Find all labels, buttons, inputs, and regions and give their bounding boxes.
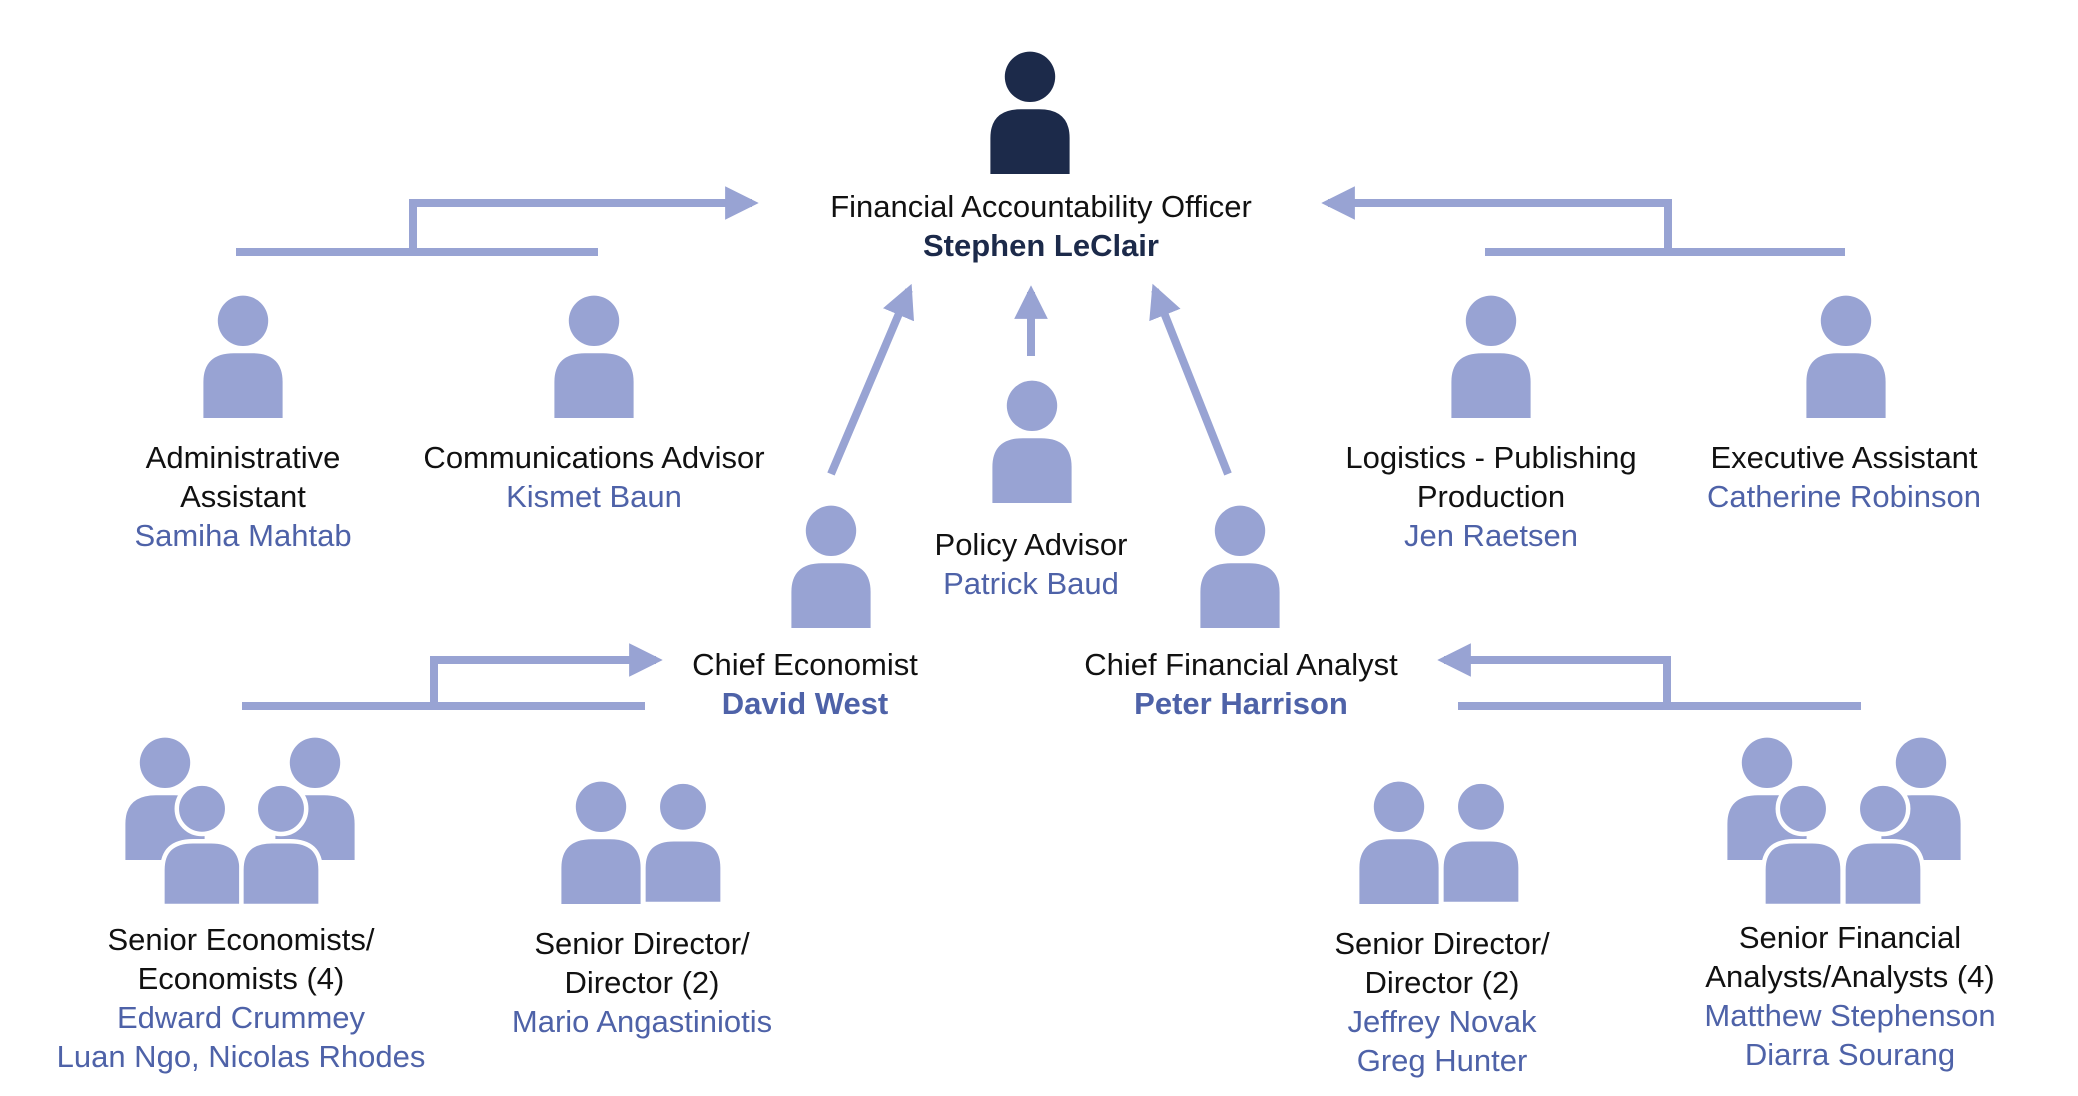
exec-label: Executive Assistant Catherine Robinson bbox=[1707, 438, 1981, 516]
exec-role: Executive Assistant bbox=[1710, 440, 1978, 475]
comms-label: Communications Advisor Kismet Baun bbox=[423, 438, 764, 516]
econ-directors-name: Mario Angastiniotis bbox=[511, 1004, 773, 1039]
econ-directors-role-line-1: Senior Director/ bbox=[534, 926, 750, 961]
sr-analysts-role-line-1: Senior Financial bbox=[1738, 920, 1962, 955]
admin-label: Administrative Assistant Samiha Mahtab bbox=[134, 438, 351, 555]
arrow-left-staff bbox=[409, 186, 759, 252]
arrow-chief-analyst bbox=[1149, 283, 1232, 476]
chief-analyst-label: Chief Financial Analyst Peter Harrison bbox=[1084, 645, 1398, 723]
exec-person-icon bbox=[1806, 295, 1886, 418]
arrow-right-staff bbox=[1321, 186, 1672, 252]
admin-role-line-2: Assistant bbox=[180, 479, 306, 514]
policy-label: Policy Advisor Patrick Baud bbox=[935, 525, 1128, 603]
fin-directors-role-line-1: Senior Director/ bbox=[1334, 926, 1550, 961]
comms-person-icon bbox=[554, 295, 634, 418]
admin-person-icon bbox=[203, 295, 283, 418]
sr-economists-role-line-2: Economists (4) bbox=[137, 961, 345, 996]
chief-economist-role: Chief Economist bbox=[692, 647, 918, 682]
econ-directors-role-line-2: Director (2) bbox=[564, 965, 720, 1000]
admin-name: Samiha Mahtab bbox=[134, 518, 352, 553]
chief-economist-name: David West bbox=[721, 686, 889, 721]
logistics-role-line-1: Logistics - Publishing bbox=[1345, 440, 1637, 475]
chief-analyst-name: Peter Harrison bbox=[1134, 686, 1348, 721]
sr-economists-group-icon bbox=[125, 737, 355, 906]
fin-directors-name-1: Jeffrey Novak bbox=[1347, 1004, 1537, 1039]
fin-directors-name-2: Greg Hunter bbox=[1356, 1043, 1528, 1078]
head-name: Stephen LeClair bbox=[922, 228, 1159, 263]
comms-name: Kismet Baun bbox=[506, 479, 682, 514]
sr-analysts-group-icon bbox=[1727, 737, 1961, 906]
head-role: Financial Accountability Officer bbox=[830, 189, 1252, 224]
sr-analysts-role-line-2: Analysts/Analysts (4) bbox=[1705, 959, 1995, 994]
arrow-fin-teams bbox=[1437, 643, 1671, 706]
chief-analyst-person-icon bbox=[1200, 505, 1280, 628]
econ-directors-label: Senior Director/ Director (2) Mario Anga… bbox=[512, 924, 772, 1041]
sr-economists-name-1: Edward Crummey bbox=[116, 1000, 366, 1035]
fin-directors-pair-icon bbox=[1359, 782, 1520, 904]
sr-economists-label: Senior Economists/ Economists (4) Edward… bbox=[57, 920, 426, 1076]
chief-economist-label: Chief Economist David West bbox=[692, 645, 918, 723]
econ-directors-pair-icon bbox=[561, 782, 722, 904]
sr-analysts-name-2: Diarra Sourang bbox=[1744, 1037, 1956, 1072]
logistics-label: Logistics - Publishing Production Jen Ra… bbox=[1345, 438, 1636, 555]
fin-directors-label: Senior Director/ Director (2) Jeffrey No… bbox=[1334, 924, 1549, 1080]
head-person-icon bbox=[990, 51, 1070, 174]
sr-analysts-name-1: Matthew Stephenson bbox=[1704, 998, 1996, 1033]
sr-economists-name-2: Luan Ngo, Nicolas Rhodes bbox=[56, 1039, 426, 1074]
logistics-role-line-2: Production bbox=[1416, 479, 1566, 514]
logistics-person-icon bbox=[1451, 295, 1531, 418]
arrow-econ-teams bbox=[430, 643, 663, 706]
sr-economists-role-line-1: Senior Economists/ bbox=[107, 922, 375, 957]
policy-person-icon bbox=[992, 380, 1072, 503]
arrow-chief-economist bbox=[827, 283, 914, 476]
head-label: Financial Accountability Officer Stephen… bbox=[830, 187, 1252, 265]
policy-name: Patrick Baud bbox=[943, 566, 1119, 601]
fin-directors-role-line-2: Director (2) bbox=[1364, 965, 1520, 1000]
connectors bbox=[236, 186, 1861, 710]
chief-economist-person-icon bbox=[791, 505, 871, 628]
logistics-name: Jen Raetsen bbox=[1403, 518, 1579, 553]
comms-role: Communications Advisor bbox=[423, 440, 765, 475]
exec-name: Catherine Robinson bbox=[1706, 479, 1982, 514]
admin-role-line-1: Administrative bbox=[145, 440, 341, 475]
policy-role: Policy Advisor bbox=[934, 527, 1128, 562]
sr-analysts-label: Senior Financial Analysts/Analysts (4) M… bbox=[1704, 918, 1995, 1074]
chief-analyst-role: Chief Financial Analyst bbox=[1084, 647, 1398, 682]
